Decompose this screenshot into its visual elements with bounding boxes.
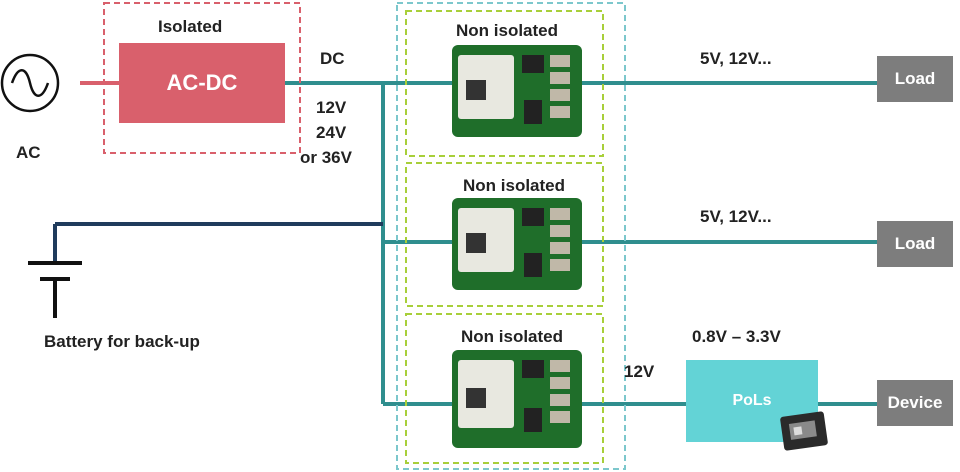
device-box: Device: [877, 380, 953, 426]
dc-label: DC: [320, 49, 345, 68]
converter-caption-2: Non isolated: [463, 176, 566, 195]
output-label-2: 5V, 12V...: [700, 207, 772, 226]
pol-module-photo: [780, 411, 828, 451]
isolated-frame: [103, 2, 301, 154]
pol-range-label: 0.8V – 3.3V: [692, 327, 781, 346]
converter-frame-1: [405, 10, 604, 157]
voltage-36v: or 36V: [300, 148, 352, 167]
converter-module-2: [452, 198, 582, 290]
isolated-caption: Isolated: [158, 17, 223, 36]
ac-label: AC: [16, 143, 41, 162]
converter-caption-3: Non isolated: [461, 327, 564, 346]
converter-caption-1: Non isolated: [456, 21, 559, 40]
converter-module-1: [452, 45, 582, 137]
converter-frame-3: [405, 313, 604, 464]
voltage-24v: 24V: [316, 123, 347, 142]
converter-module-3: [452, 350, 582, 448]
sine-wave-icon: [0, 53, 60, 113]
load-box-2: Load: [877, 221, 953, 267]
ac-dc-block: AC-DC: [119, 43, 285, 123]
load-box-1: Load: [877, 56, 953, 102]
output-label-3: 12V: [624, 362, 655, 381]
battery-label: Battery for back-up: [44, 332, 200, 351]
voltage-12v: 12V: [316, 98, 347, 117]
output-label-1: 5V, 12V...: [700, 49, 772, 68]
non-isolated-group-frame: [396, 2, 626, 470]
